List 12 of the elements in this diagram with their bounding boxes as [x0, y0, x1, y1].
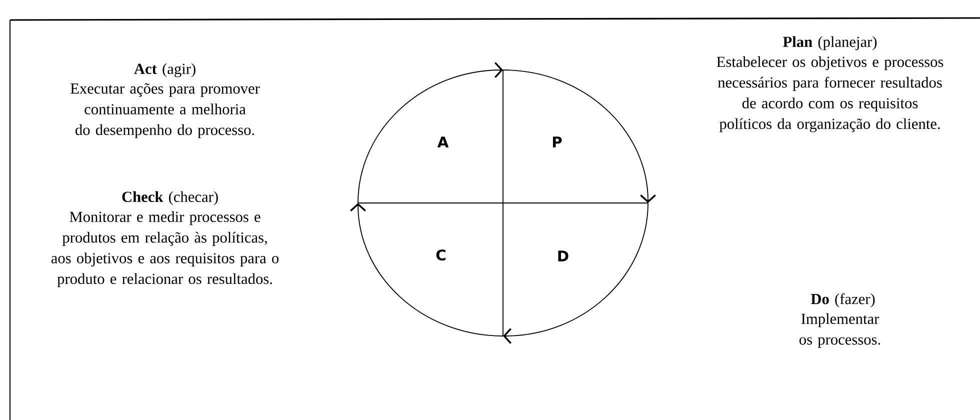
- quadrant-letter: A: [437, 136, 449, 148]
- step-heading: Check (checar): [122, 191, 218, 206]
- step-description: Implementar os processos.: [800, 313, 880, 348]
- step-heading: Act (agir): [134, 63, 196, 78]
- quadrant-letter: D: [558, 250, 568, 262]
- step-description: Executar ações para promover continuamente a melhoria do desempenho do processo.: [70, 83, 260, 138]
- step-description: Monitorar e medir processos e produtos em relação às políticas, aos objetivos e aos requisitos para o produto e relacionar os resultados.: [51, 211, 279, 288]
- quadrant-letter: P: [552, 136, 562, 148]
- quadrant-letter: C: [436, 249, 446, 261]
- step-description: Estabelecer os objetivos e processos necessários para fornecer resultados de acordo com os requisitos políticos da organização do cliente.: [716, 56, 944, 132]
- step-heading: Do (fazer): [810, 293, 875, 308]
- step-heading: Plan (planejar): [783, 36, 877, 50]
